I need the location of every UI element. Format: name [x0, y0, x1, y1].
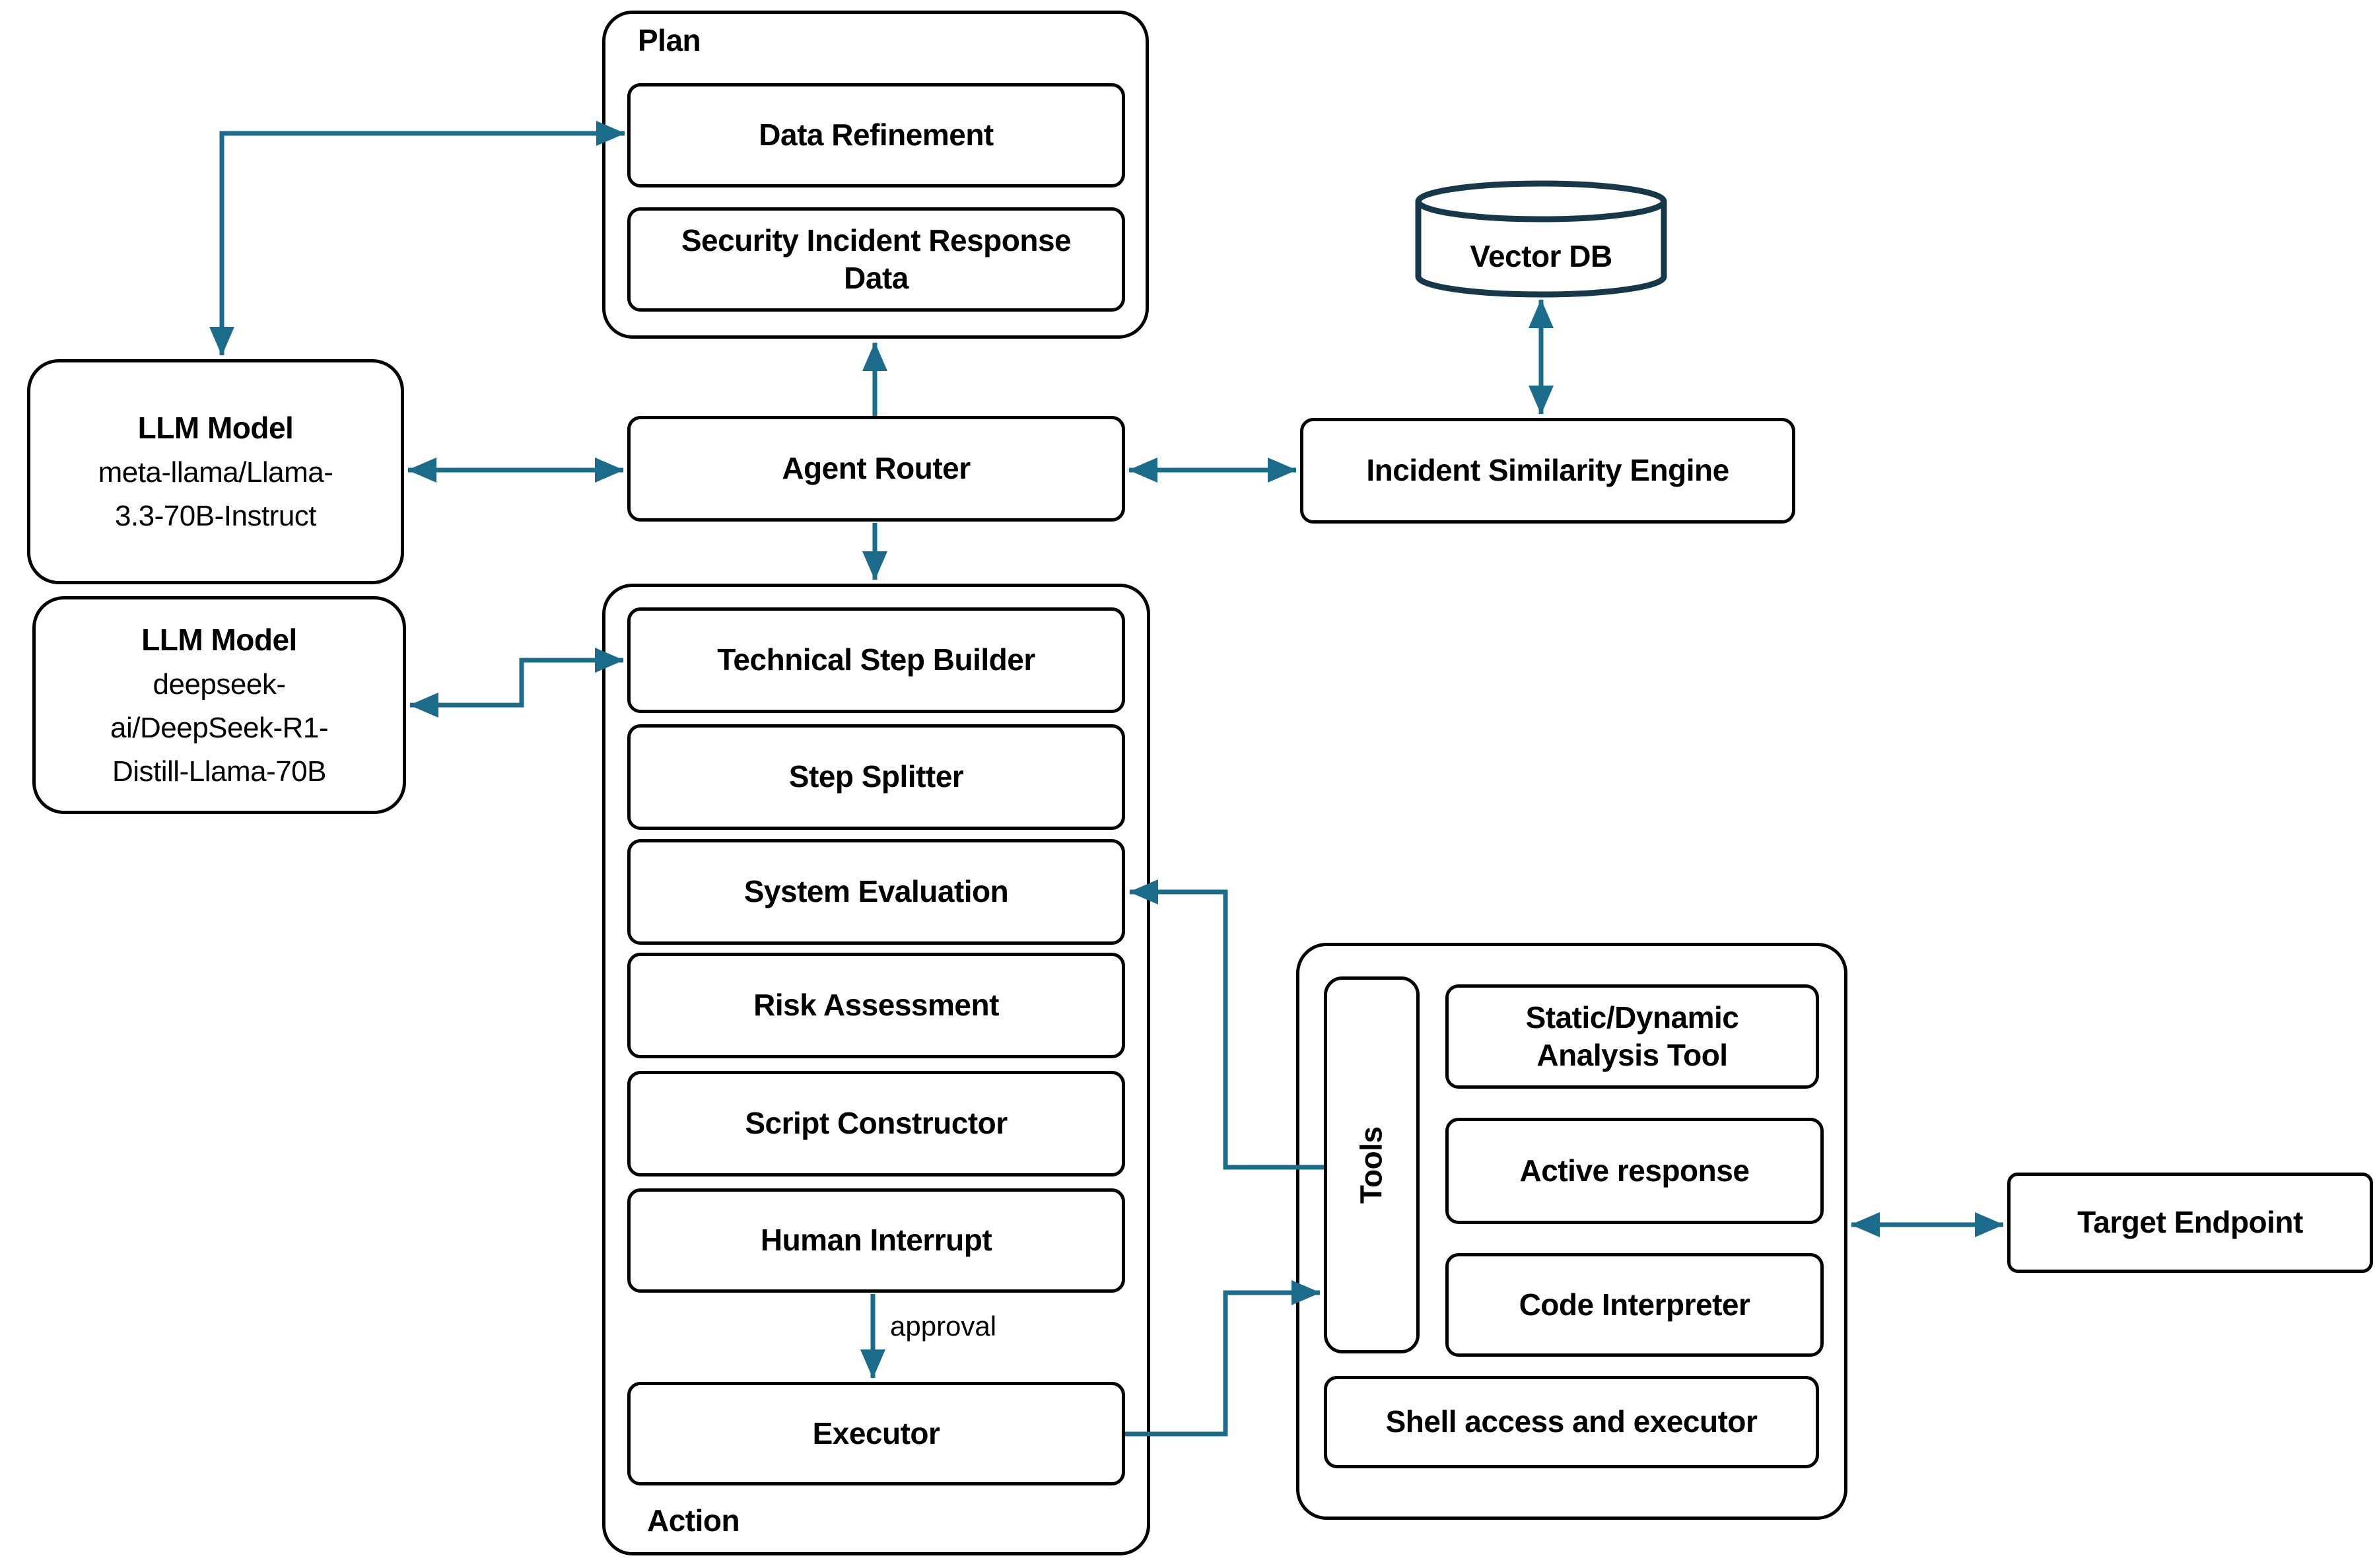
vector-db-label: Vector DB: [1470, 239, 1612, 273]
node-human-interrupt: Human Interrupt: [627, 1188, 1125, 1293]
node-data-refinement: Data Refinement: [627, 83, 1125, 187]
node-executor: Executor: [627, 1382, 1125, 1485]
node-code-interpreter: Code Interpreter: [1445, 1253, 1824, 1357]
llm-meta-title: LLM Model: [137, 411, 294, 445]
node-vector-db: Vector DB: [1415, 180, 1667, 298]
node-risk-assessment: Risk Assessment: [627, 953, 1125, 1058]
node-agent-router: Agent Router: [627, 416, 1125, 522]
approval-edge-label: approval: [890, 1311, 997, 1342]
node-script-constructor: Script Constructor: [627, 1071, 1125, 1176]
llm-meta-line-1: meta-llama/Llama-: [98, 456, 333, 489]
node-security-incident-response-data: Security Incident Response Data: [627, 207, 1125, 312]
node-incident-similarity-engine: Incident Similarity Engine: [1300, 418, 1795, 524]
llm-deepseek-line-2: ai/DeepSeek-R1-: [110, 711, 329, 744]
database-cylinder-icon: [1415, 180, 1667, 298]
tools-group-label-box: Tools: [1324, 976, 1420, 1353]
llm-deepseek-title: LLM Model: [141, 622, 297, 657]
tools-group-label: Tools: [1354, 1126, 1389, 1204]
node-technical-step-builder: Technical Step Builder: [627, 607, 1125, 713]
action-group-label: Action: [647, 1503, 740, 1538]
edge-llm-deepseek-step-builder: [409, 648, 624, 718]
plan-group-label: Plan: [638, 23, 701, 57]
node-llm-model-deepseek: LLM Model deepseek- ai/DeepSeek-R1- Dist…: [32, 596, 406, 814]
node-shell-access-and-executor: Shell access and executor: [1324, 1376, 1819, 1468]
node-static-dynamic-analysis-tool: Static/Dynamic Analysis Tool: [1445, 984, 1819, 1089]
llm-deepseek-line-1: deepseek-: [153, 667, 286, 700]
llm-deepseek-line-3: Distill-Llama-70B: [112, 755, 327, 788]
edge-tools-to-system-evaluation: [1129, 879, 1324, 1170]
edge-executor-to-tools: [1125, 1280, 1321, 1437]
node-system-evaluation: System Evaluation: [627, 839, 1125, 945]
node-active-response: Active response: [1445, 1118, 1824, 1224]
node-target-endpoint: Target Endpoint: [2007, 1173, 2373, 1273]
llm-meta-line-2: 3.3-70B-Instruct: [114, 500, 317, 532]
edge-plan-to-llm-meta: [209, 121, 625, 356]
node-llm-model-meta-llama: LLM Model meta-llama/Llama- 3.3-70B-Inst…: [27, 359, 404, 584]
node-step-splitter: Step Splitter: [627, 724, 1125, 830]
